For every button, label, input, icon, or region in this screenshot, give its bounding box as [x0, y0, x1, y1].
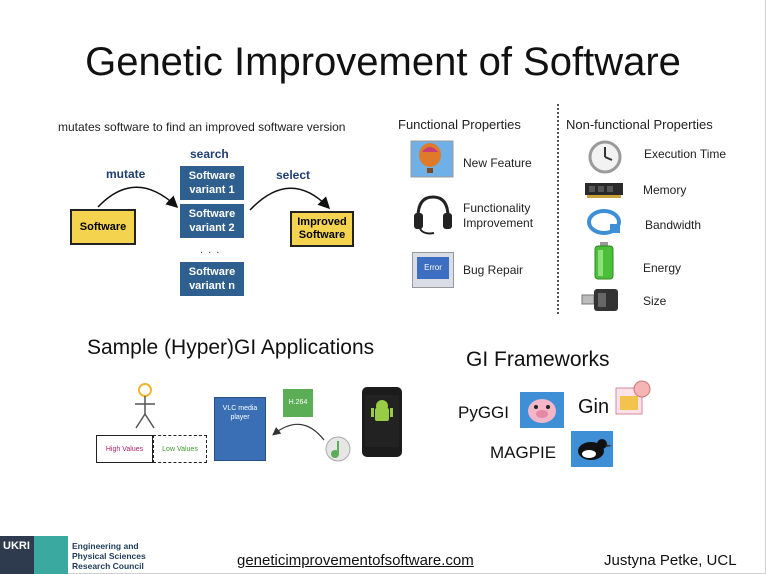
network-cable-icon	[587, 209, 621, 235]
balloon-icon	[410, 140, 454, 178]
nonfunctional-item-size: Size	[643, 294, 667, 308]
h264-label: H.264	[288, 399, 308, 406]
frameworks-title: GI Frameworks	[466, 348, 610, 371]
nonfunctional-item-memory: Memory	[643, 183, 687, 197]
diagram-arrows	[97, 186, 331, 211]
functional-item-improvement-text: Functionality Improvement	[463, 201, 534, 230]
software-box: Software	[70, 209, 136, 245]
variant-1-box: Software variant 1	[180, 166, 244, 200]
headset-icon	[414, 195, 452, 235]
gin-glass-icon	[615, 380, 651, 415]
slide-title: Genetic Improvement of Software	[85, 40, 681, 84]
stick-figure-icon	[135, 383, 155, 429]
clock-icon	[588, 140, 622, 174]
apps-arrow	[272, 423, 325, 441]
properties-divider	[557, 104, 559, 314]
vlc-player-box: VLC media player	[214, 397, 266, 461]
nonfunctional-item-execution-time: Execution Time	[644, 147, 727, 161]
author-credit: Justyna Petke, UCL	[604, 552, 737, 569]
music-note-icon	[325, 436, 351, 462]
low-values-label: Low Values	[162, 445, 198, 453]
functional-header: Functional Properties	[398, 117, 521, 132]
functional-item-improvement: Functionality Improvement	[463, 201, 549, 231]
pyggi-label: PyGGI	[458, 403, 510, 422]
memory-chip-icon	[585, 183, 623, 198]
vlc-player-label: VLC media player	[222, 405, 258, 421]
select-arrow	[249, 187, 331, 211]
nonfunctional-header: Non-functional Properties	[566, 117, 713, 132]
usb-drive-icon	[581, 289, 618, 311]
select-label: select	[276, 168, 311, 182]
mutate-arrow	[97, 186, 179, 209]
diagram-caption: mutates software to find an improved sof…	[58, 120, 346, 134]
variant-n-box: Software variant n	[180, 262, 244, 296]
magpie-bird-icon	[571, 431, 613, 467]
high-values-label: High Values	[105, 445, 144, 453]
battery-icon	[594, 242, 614, 280]
variants-ellipsis: . . .	[200, 244, 221, 256]
nonfunctional-item-energy: Energy	[643, 261, 682, 275]
h264-box: H.264	[283, 389, 313, 417]
mutate-label: mutate	[106, 167, 146, 181]
variant-2-box: Software variant 2	[180, 204, 244, 238]
pyggi-pig-icon	[520, 392, 564, 428]
ukri-logo-text: UKRI	[0, 536, 34, 574]
applications-title: Sample (Hyper)GI Applications	[87, 336, 375, 359]
functional-item-new-feature: New Feature	[463, 156, 532, 170]
android-phone-icon	[362, 387, 402, 457]
search-label: search	[190, 147, 229, 161]
functional-item-bug-repair: Bug Repair	[463, 263, 524, 277]
low-values-box: Low Values	[153, 435, 207, 463]
nonfunctional-item-bandwidth: Bandwidth	[645, 218, 702, 232]
gin-label: Gin	[578, 396, 610, 418]
ukri-logo: UKRI	[0, 536, 68, 574]
ukri-logo-teal	[34, 536, 68, 574]
website-link[interactable]: geneticimprovementofsoftware.com	[237, 552, 474, 569]
magpie-label: MAGPIE	[490, 443, 557, 462]
improved-software-box: Improved Software	[290, 211, 354, 247]
error-window-icon: Error	[412, 252, 454, 288]
council-name: Engineering and Physical Sciences Resear…	[72, 541, 146, 571]
high-values-box: High Values	[96, 435, 153, 463]
error-window-text: Error	[417, 257, 449, 279]
